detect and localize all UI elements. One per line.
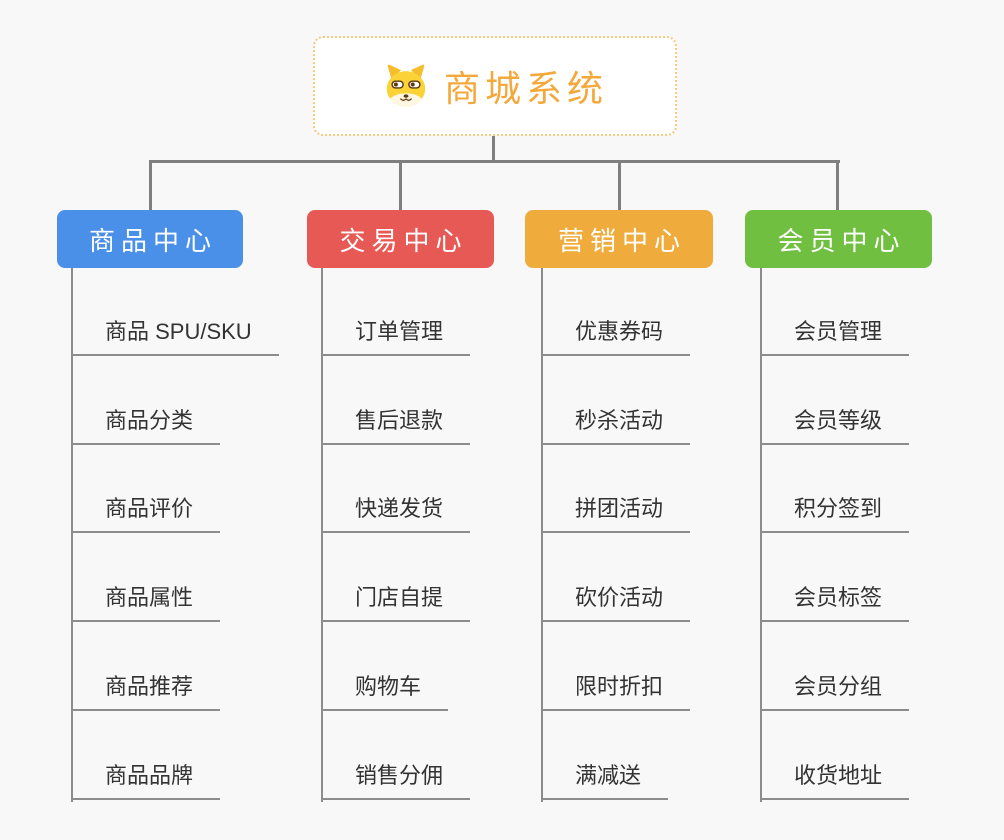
topic-item[interactable]: 收货地址	[760, 756, 910, 800]
dog-face-icon	[386, 64, 426, 107]
topic-item[interactable]: 商品 SPU/SKU	[71, 312, 279, 356]
topic-item[interactable]: 订单管理	[321, 312, 471, 356]
topic-item[interactable]: 商品分类	[71, 401, 221, 445]
root-title: 商城系统	[443, 68, 608, 109]
branch-label: 营销中心	[557, 225, 686, 256]
topic-item[interactable]: 商品推荐	[71, 667, 221, 711]
topic-item[interactable]: 满减送	[541, 756, 669, 800]
topic-item[interactable]: 砍价活动	[541, 578, 691, 622]
branch-label: 会员中心	[777, 225, 906, 256]
topic-item[interactable]: 商品属性	[71, 578, 221, 622]
topic-item[interactable]: 会员管理	[760, 312, 910, 356]
topic-item[interactable]: 购物车	[321, 667, 449, 711]
branch-spine	[760, 268, 762, 802]
connector-bus	[149, 160, 840, 163]
topic-item[interactable]: 会员标签	[760, 578, 910, 622]
branch-spine	[321, 268, 323, 802]
topic-item[interactable]: 快递发货	[321, 489, 471, 533]
branch-node-marketing-center[interactable]: 营销中心	[525, 210, 713, 268]
connector-drop-member	[836, 161, 839, 211]
topic-item[interactable]: 商品品牌	[71, 756, 221, 800]
branch-node-trade-center[interactable]: 交易中心	[307, 210, 494, 268]
branch-label: 商品中心	[88, 225, 217, 256]
topic-item[interactable]: 会员等级	[760, 401, 910, 445]
branch-node-member-center[interactable]: 会员中心	[745, 210, 932, 268]
topic-item[interactable]: 会员分组	[760, 667, 910, 711]
connector-root-stem	[492, 136, 495, 162]
topic-item[interactable]: 售后退款	[321, 401, 471, 445]
branch-label: 交易中心	[339, 225, 468, 256]
connector-drop-trade	[399, 161, 402, 211]
topic-item[interactable]: 限时折扣	[541, 667, 691, 711]
topic-item[interactable]: 优惠券码	[541, 312, 691, 356]
topic-item[interactable]: 商品评价	[71, 489, 221, 533]
branch-spine	[541, 268, 543, 802]
topic-item[interactable]: 销售分佣	[321, 756, 471, 800]
root-node[interactable]: 商城系统	[313, 36, 677, 136]
connector-drop-product	[149, 161, 152, 211]
topic-item[interactable]: 门店自提	[321, 578, 471, 622]
topic-item[interactable]: 积分签到	[760, 489, 910, 533]
topic-item[interactable]: 秒杀活动	[541, 401, 691, 445]
connector-drop-marketing	[618, 161, 621, 211]
topic-item[interactable]: 拼团活动	[541, 489, 691, 533]
branch-node-product-center[interactable]: 商品中心	[57, 210, 243, 268]
branch-spine	[71, 268, 73, 802]
